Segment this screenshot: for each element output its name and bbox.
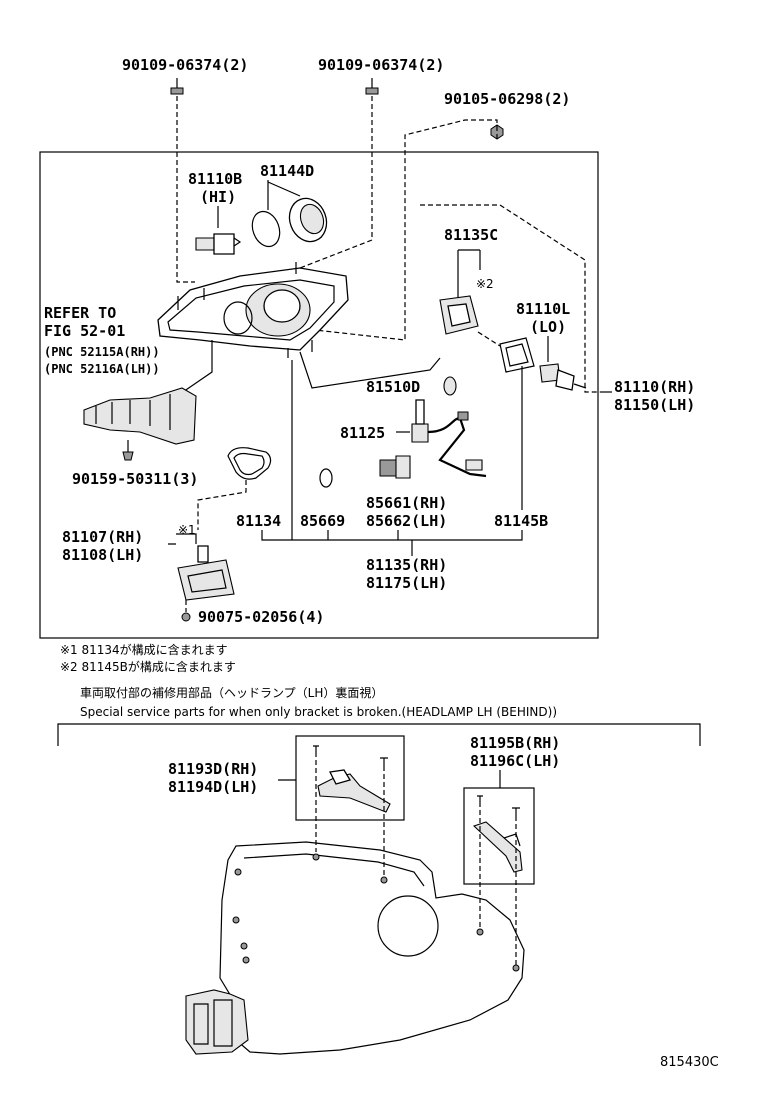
label-refer-pnc-rh: (PNC 52115A(RH)) bbox=[44, 345, 160, 359]
clip-90159-icon bbox=[122, 451, 134, 461]
label-81193D-rh: 81193D(RH) bbox=[168, 760, 258, 778]
label-81107-rh: 81107(RH) bbox=[62, 528, 143, 546]
label-refer-fig: FIG 52-01 bbox=[44, 322, 125, 340]
label-90105: 90105-06298(2) bbox=[444, 90, 570, 108]
label-81110B: 81110B bbox=[188, 170, 242, 188]
special-parts-bracket bbox=[57, 723, 701, 746]
leader-screw-90105 bbox=[314, 119, 498, 341]
label-81108-lh: 81108(LH) bbox=[62, 546, 143, 564]
label-81150-lh: 81150(LH) bbox=[614, 396, 695, 414]
bracket-81195B-icon bbox=[472, 795, 523, 873]
label-81125: 81125 bbox=[340, 424, 385, 442]
box-81193D bbox=[295, 735, 405, 821]
label-81145B: 81145B bbox=[494, 512, 548, 530]
headlamp-housing bbox=[157, 262, 349, 358]
label-refer-to: REFER TO bbox=[44, 304, 116, 322]
cover-81135C-icon bbox=[439, 295, 479, 335]
label-81110L: 81110L bbox=[516, 300, 570, 318]
label-81110B-hi: (HI) bbox=[200, 188, 236, 206]
bracket-81193D-icon bbox=[313, 745, 391, 813]
label-90109-left: 90109-06374(2) bbox=[122, 56, 248, 74]
label-81195B-rh: 81195B(RH) bbox=[470, 734, 560, 752]
gasket-81134-icon bbox=[227, 447, 272, 480]
label-81144D: 81144D bbox=[260, 162, 314, 180]
label-90159: 90159-50311(3) bbox=[72, 470, 198, 488]
special-parts-en: Special service parts for when only brac… bbox=[80, 705, 557, 719]
label-85661-rh: 85661(RH) bbox=[366, 494, 447, 512]
main-frame bbox=[39, 151, 599, 639]
leader-bolt-right bbox=[299, 96, 373, 269]
figure-code: 815430C bbox=[660, 1055, 719, 1070]
oring-81144D-icon bbox=[251, 210, 281, 248]
group-bracket-81135 bbox=[261, 360, 523, 541]
socket-81125-icon bbox=[411, 399, 487, 478]
label-85662-lh: 85662(LH) bbox=[366, 512, 447, 530]
label-81135-rh: 81135(RH) bbox=[366, 556, 447, 574]
label-81175-lh: 81175(LH) bbox=[366, 574, 447, 592]
gasket-81145B-icon bbox=[499, 337, 535, 373]
ring-85669-icon bbox=[319, 468, 333, 488]
headlamp-rear-view bbox=[185, 841, 525, 1055]
footnote-1: ※1 81134が構成に含まれます bbox=[60, 642, 228, 657]
screw-90075-icon bbox=[181, 612, 191, 622]
bulb-85661-icon bbox=[379, 455, 411, 479]
label-81135C-note: ※2 bbox=[476, 277, 494, 291]
label-81135C: 81135C bbox=[444, 226, 498, 244]
label-81107-note: ※1 bbox=[178, 523, 196, 537]
label-refer-pnc-lh: (PNC 52116A(LH)) bbox=[44, 362, 160, 376]
bolt-right-icon bbox=[365, 78, 379, 95]
cap-81144D-icon bbox=[288, 197, 328, 243]
special-parts-jp: 車両取付部の補修用部品（ヘッドランプ（LH）裏面視） bbox=[80, 685, 383, 700]
label-81110L-lo: (LO) bbox=[530, 318, 566, 336]
label-81510D: 81510D bbox=[366, 378, 420, 396]
label-81194D-lh: 81194D(LH) bbox=[168, 778, 258, 796]
bolt-left-icon bbox=[170, 78, 184, 95]
label-81196C-lh: 81196C(LH) bbox=[470, 752, 560, 770]
screw-90105-icon bbox=[490, 124, 504, 140]
bulb-81510D-icon bbox=[443, 376, 457, 396]
label-90075: 90075-02056(4) bbox=[198, 608, 324, 626]
headlamp-bracket-icon bbox=[83, 387, 197, 445]
lo-bulb-icon bbox=[539, 363, 587, 391]
label-81134: 81134 bbox=[236, 512, 281, 530]
footnote-2: ※2 81145Bが構成に含まれます bbox=[60, 659, 236, 674]
socket-81107-icon bbox=[177, 545, 235, 601]
label-81110-rh: 81110(RH) bbox=[614, 378, 695, 396]
hi-bulb-icon bbox=[195, 233, 242, 255]
label-90109-right: 90109-06374(2) bbox=[318, 56, 444, 74]
label-85669: 85669 bbox=[300, 512, 345, 530]
leader-bolt-left bbox=[176, 96, 195, 283]
box-81195B bbox=[463, 787, 535, 885]
